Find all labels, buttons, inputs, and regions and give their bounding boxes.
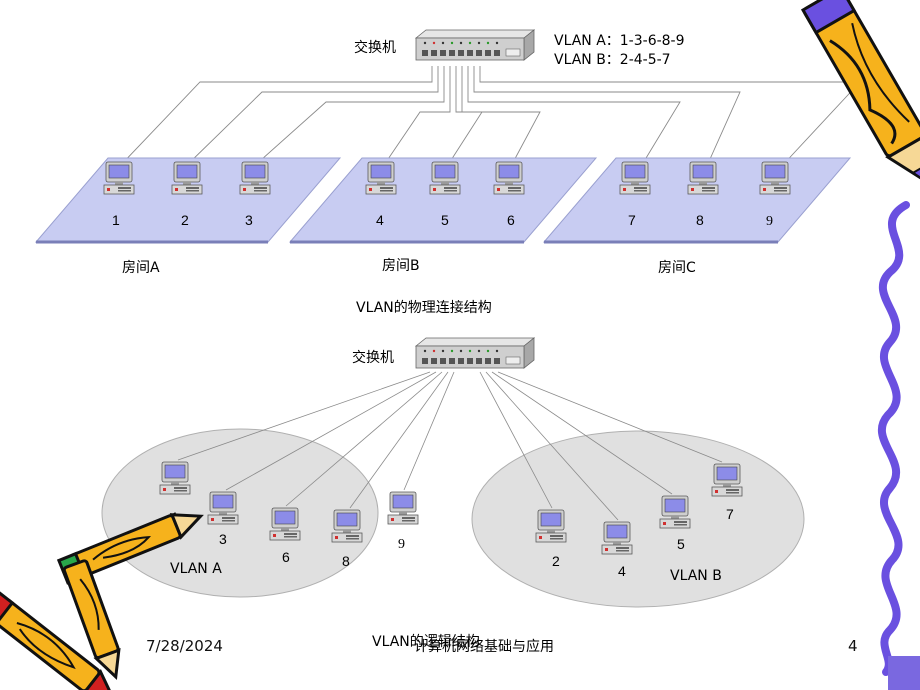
- pc-number: 5: [677, 536, 685, 552]
- pc-icon: [687, 161, 719, 195]
- pc-icon: [535, 509, 567, 543]
- pc-number: 3: [219, 531, 227, 547]
- physical-wires: [117, 66, 862, 169]
- logical-switch-icon: [415, 337, 535, 369]
- pc-icon: [159, 461, 191, 495]
- pc-icon: [171, 161, 203, 195]
- vlan-b-group: [471, 430, 805, 608]
- vlan-a-label: VLAN A: [170, 561, 222, 577]
- vlan-b-label: VLAN B: [670, 568, 722, 584]
- vlan-a-members: VLAN A：1-3-6-8-9: [554, 33, 685, 49]
- footer-date: 7/28/2024: [146, 637, 223, 655]
- room-b-label: 房间B: [382, 258, 420, 274]
- pc-icon: [103, 161, 135, 195]
- physical-caption: VLAN的物理连接结构: [356, 299, 492, 316]
- pc-number: 5: [441, 212, 449, 228]
- pc-number: 2: [181, 212, 189, 228]
- pc-number: 8: [342, 553, 350, 569]
- pc-icon: [493, 161, 525, 195]
- pc-icon: [207, 491, 239, 525]
- pc-number: 6: [282, 549, 290, 565]
- pc-number: 8: [696, 212, 704, 228]
- footer-page-number: 4: [848, 637, 858, 655]
- pc-icon: [659, 495, 691, 529]
- logical-switch-label: 交换机: [352, 349, 394, 366]
- pc-icon: [269, 507, 301, 541]
- vlan-b-members: VLAN B：2-4-5-7: [554, 52, 671, 68]
- pc-icon: [619, 161, 651, 195]
- pc-number: 7: [726, 506, 734, 522]
- pc-icon: [711, 463, 743, 497]
- pc-number: 2: [552, 553, 560, 569]
- room-c-label: 房间C: [658, 260, 696, 276]
- pc-number: 4: [618, 563, 626, 579]
- logical-structure: 交换机 1 3 6 8 9 2 4 5 7 VLAN A VLAN B VLAN…: [101, 337, 805, 650]
- physical-switch-label: 交换机: [354, 39, 396, 56]
- wavy-border-decoration: [877, 201, 910, 676]
- crossed-pencils-icon: [0, 513, 204, 690]
- physical-switch-icon: [415, 29, 535, 61]
- pc-number: 7: [628, 212, 636, 228]
- pc-icon: [759, 161, 791, 195]
- room-a-label: 房间A: [122, 260, 160, 276]
- pc-number: 4: [376, 212, 384, 228]
- logical-wires: [177, 371, 723, 521]
- pc-icon: [365, 161, 397, 195]
- footer-course: 计算机网络基础与应用: [414, 638, 554, 655]
- pc-icon: [331, 509, 363, 543]
- pc-icon: [387, 491, 419, 525]
- corner-square-decoration: [888, 656, 920, 690]
- pc-icon: [601, 521, 633, 555]
- pc-number: 9: [766, 214, 773, 229]
- pc-icon: [239, 161, 271, 195]
- pencil-icon: [800, 0, 920, 186]
- pc-number: 6: [507, 212, 515, 228]
- logical-caption: VLAN的逻辑结构: [372, 634, 480, 650]
- pc-number: 9: [398, 537, 405, 552]
- pc-number: 3: [245, 212, 253, 228]
- physical-structure: 交换机 VLAN A：1-3-6-8-9 VLAN B：2-4-5-7 1 2 …: [34, 29, 862, 316]
- pc-number: 1: [112, 212, 120, 228]
- pc-icon: [429, 161, 461, 195]
